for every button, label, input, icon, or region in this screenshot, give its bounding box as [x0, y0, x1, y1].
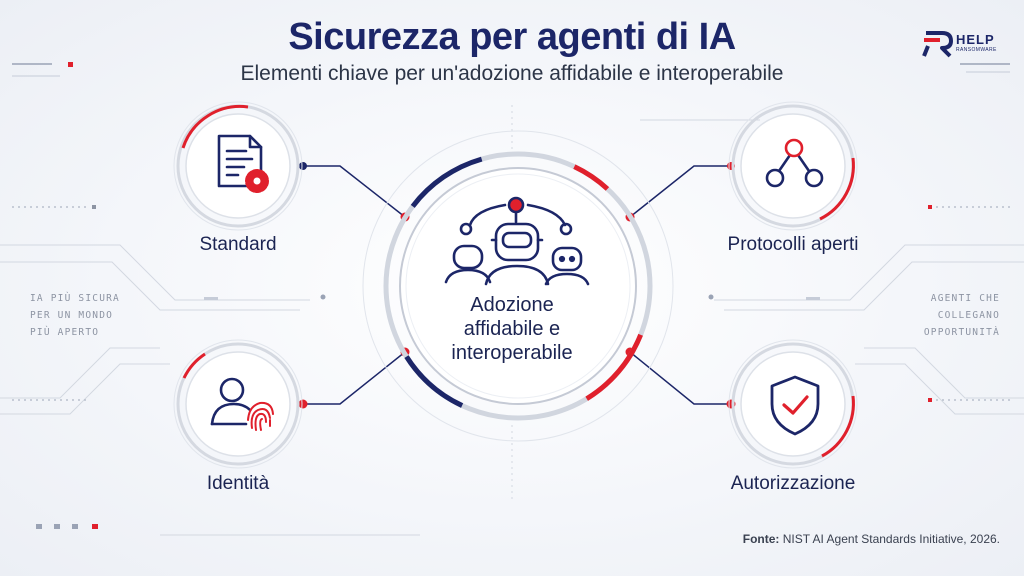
side-text-line: COLLEGANO: [937, 310, 1000, 321]
center-label-line: Adozione: [470, 294, 554, 316]
connectors: [303, 165, 731, 405]
side-text-line: PER UN MONDO: [30, 310, 114, 321]
ai-agents-network-icon: [444, 196, 590, 286]
center-hub: [362, 130, 674, 442]
document-gear-icon: [217, 134, 269, 193]
page-subtitle: Elementi chiave per un'adozione affidabi…: [240, 62, 784, 85]
side-text-right: AGENTI CHE COLLEGANO OPPORTUNITÀ: [924, 290, 1000, 341]
side-text-line: IA PIÙ SICURA: [30, 293, 120, 304]
network-nodes-icon: [765, 138, 824, 188]
node-authorization-circle: [728, 339, 858, 469]
source-label: Fonte:: [742, 532, 780, 546]
center-label: Adozione affidabile e interoperabile: [422, 293, 602, 365]
side-text-line: AGENTI CHE: [930, 293, 1000, 304]
corner-decorations: [12, 62, 1010, 529]
node-label-identity: Identità: [206, 473, 270, 494]
node-label-protocols: Protocolli aperti: [727, 234, 859, 255]
user-fingerprint-icon: [210, 377, 274, 431]
page-title: Sicurezza per agenti di IA: [288, 16, 736, 58]
source-text: NIST AI Agent Standards Initiative, 2026…: [782, 532, 1000, 546]
logo-subtext: RANSOMWARE: [956, 47, 997, 53]
node-label-standard: Standard: [199, 234, 277, 255]
side-text-left: IA PIÙ SICURA PER UN MONDO PIÙ APERTO: [30, 290, 120, 341]
side-text-line: PIÙ APERTO: [30, 327, 100, 338]
node-label-authorization: Autorizzazione: [730, 473, 856, 494]
shield-check-icon: [770, 375, 820, 436]
logo: HELP RANSOMWARE: [922, 30, 1012, 60]
logo-text: HELP: [956, 32, 995, 47]
center-label-line: affidabile e: [463, 318, 561, 340]
logo-mark-icon: [922, 31, 953, 58]
center-label-line: interoperabile: [451, 342, 573, 364]
source-note: Fonte: NIST AI Agent Standards Initiativ…: [743, 532, 1000, 546]
node-protocols-circle: [728, 101, 858, 231]
circuit-lines: [0, 105, 1024, 536]
side-text-line: OPPORTUNITÀ: [923, 327, 1000, 338]
